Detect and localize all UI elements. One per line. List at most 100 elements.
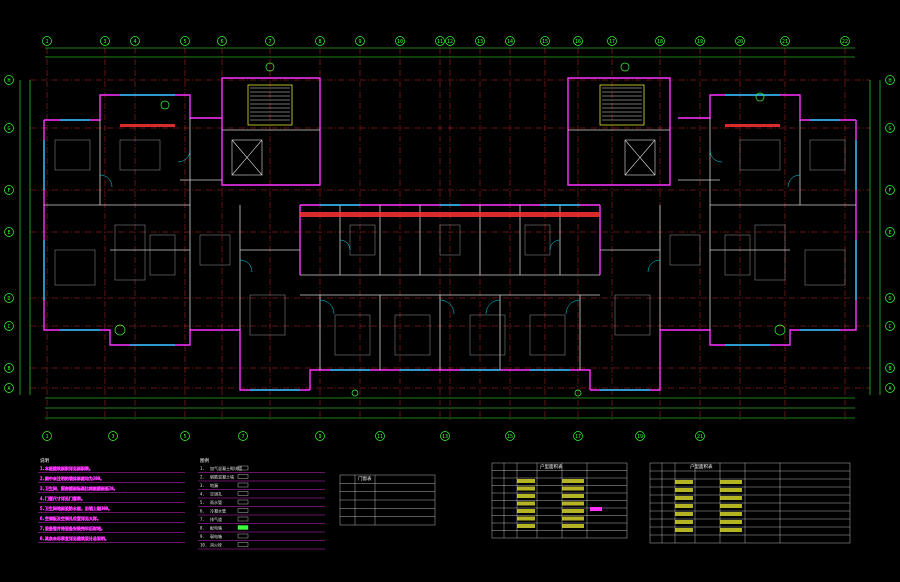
axis-bubble-bottom: 15	[505, 431, 515, 441]
axis-bubble-top: 13	[475, 36, 485, 46]
axis-bubble-top: 10	[395, 36, 405, 46]
axis-bubble-top: 22	[840, 36, 850, 46]
notes-line: 1.本层建筑面积详见面积表。	[40, 465, 93, 471]
legend-swatch	[237, 499, 249, 505]
axis-bubble-top: 5	[180, 36, 190, 46]
axis-bubble-right: A	[885, 383, 895, 393]
axis-bubble-top: 20	[735, 36, 745, 46]
stair-core-yellow	[247, 84, 645, 126]
svg-text:D: D	[7, 296, 10, 302]
axis-bubble-left: H	[4, 75, 14, 85]
svg-text:18: 18	[657, 39, 663, 45]
svg-text:10: 10	[397, 39, 403, 45]
legend-swatch	[237, 508, 249, 513]
elevator-shafts	[231, 139, 656, 176]
table-mid-title: 户型面积表	[540, 463, 563, 470]
axis-bubble-right: B	[885, 363, 895, 373]
svg-text:A: A	[7, 386, 10, 392]
axis-bubble-top: 4	[130, 36, 140, 46]
axis-bubble-right: D	[885, 293, 895, 303]
notes-block: 说明 1.本层建筑面积详见面积表。2.图中未注明的墙体厚度均为200。3.卫生间…	[38, 457, 185, 543]
svg-text:6: 6	[220, 39, 223, 45]
notes-line: 2.图中未注明的墙体厚度均为200。	[40, 475, 104, 481]
svg-text:21: 21	[697, 434, 703, 440]
svg-text:4: 4	[133, 39, 136, 45]
svg-text:14: 14	[507, 39, 513, 45]
door-window-table: 门窗表	[339, 474, 436, 526]
legend-item-desc: 地漏	[210, 482, 218, 488]
svg-text:A: A	[888, 386, 891, 392]
notes-line: 3.卫生间、厨房楼面标高比同层楼面低20。	[40, 485, 118, 491]
axis-bubble-right: G	[885, 123, 895, 133]
legend-swatch	[237, 491, 249, 496]
axis-bubble-right: C	[885, 321, 895, 331]
axis-bubble-bottom: 5	[180, 431, 190, 441]
red-hatch	[120, 124, 780, 217]
axis-bubble-top: 16	[573, 36, 583, 46]
stair-treads	[250, 87, 642, 121]
axis-bubble-left: A	[4, 383, 14, 393]
axis-bubble-top: 11	[435, 36, 445, 46]
axis-bubble-top: 12	[445, 36, 455, 46]
svg-text:5: 5	[183, 39, 186, 45]
axis-bubble-left: F	[4, 185, 14, 195]
building-plan	[43, 62, 857, 397]
svg-text:3: 3	[103, 39, 106, 45]
svg-text:D: D	[888, 296, 891, 302]
svg-text:15: 15	[542, 39, 548, 45]
svg-text:9: 9	[358, 39, 361, 45]
axis-bubble-left: B	[4, 363, 14, 373]
axis-bubble-right: H	[885, 75, 895, 85]
legend-item-desc: 雨水管	[210, 499, 222, 505]
axis-bubble-top: 9	[355, 36, 365, 46]
axis-bubble-top: 17	[607, 36, 617, 46]
svg-text:9: 9	[318, 434, 321, 440]
legend-item-label: 7.	[200, 517, 205, 522]
table-right-title: 户型面积表	[690, 463, 713, 470]
legend-item-label: 6.	[200, 509, 205, 514]
legend-item-label: 5.	[200, 500, 205, 505]
legend-item-label: 8.	[200, 526, 205, 531]
svg-text:3: 3	[111, 434, 114, 440]
svg-text:F: F	[888, 188, 891, 194]
legend-item-desc: 冷凝水管	[210, 508, 226, 514]
legend-swatch	[237, 474, 249, 479]
axis-bubble-top: 7	[265, 36, 275, 46]
svg-text:7: 7	[241, 434, 244, 440]
svg-text:B: B	[7, 366, 10, 372]
axis-bubble-top: 21	[780, 36, 790, 46]
legend-item-desc: 加气混凝土砌块墙	[210, 465, 242, 471]
svg-text:20: 20	[737, 39, 743, 45]
area-table-mid: 户型面积表	[491, 462, 628, 539]
svg-text:B: B	[888, 366, 891, 372]
legend-item-label: 1.	[200, 466, 205, 471]
svg-text:1: 1	[45, 39, 48, 45]
axis-bubble-top: 8	[315, 36, 325, 46]
notes-line: 8.其余未尽事宜详见建筑设计总说明。	[40, 535, 109, 541]
axis-bubble-top: 19	[695, 36, 705, 46]
svg-text:17: 17	[575, 434, 581, 440]
svg-text:17: 17	[609, 39, 615, 45]
windows	[43, 94, 857, 391]
svg-text:H: H	[7, 78, 10, 84]
legend-swatch	[237, 542, 249, 547]
svg-text:1: 1	[45, 434, 48, 440]
legend-item-label: 10.	[200, 543, 207, 548]
svg-text:C: C	[888, 324, 891, 330]
table-small-title: 门窗表	[358, 475, 372, 482]
svg-text:C: C	[7, 324, 10, 330]
axis-bubble-left: C	[4, 321, 14, 331]
axis-bubble-right: F	[885, 185, 895, 195]
svg-text:7: 7	[268, 39, 271, 45]
furniture	[54, 139, 846, 356]
legend-item-desc: 空调孔	[210, 491, 222, 497]
legend-item-desc: 配电箱	[210, 525, 222, 531]
svg-text:F: F	[7, 188, 10, 194]
legend-swatch	[237, 525, 249, 530]
axis-bubble-left: D	[4, 293, 14, 303]
legend-item-label: 3.	[200, 483, 205, 488]
axis-bubble-bottom: 1	[42, 431, 52, 441]
door-swings	[99, 149, 801, 315]
svg-text:G: G	[7, 126, 10, 132]
